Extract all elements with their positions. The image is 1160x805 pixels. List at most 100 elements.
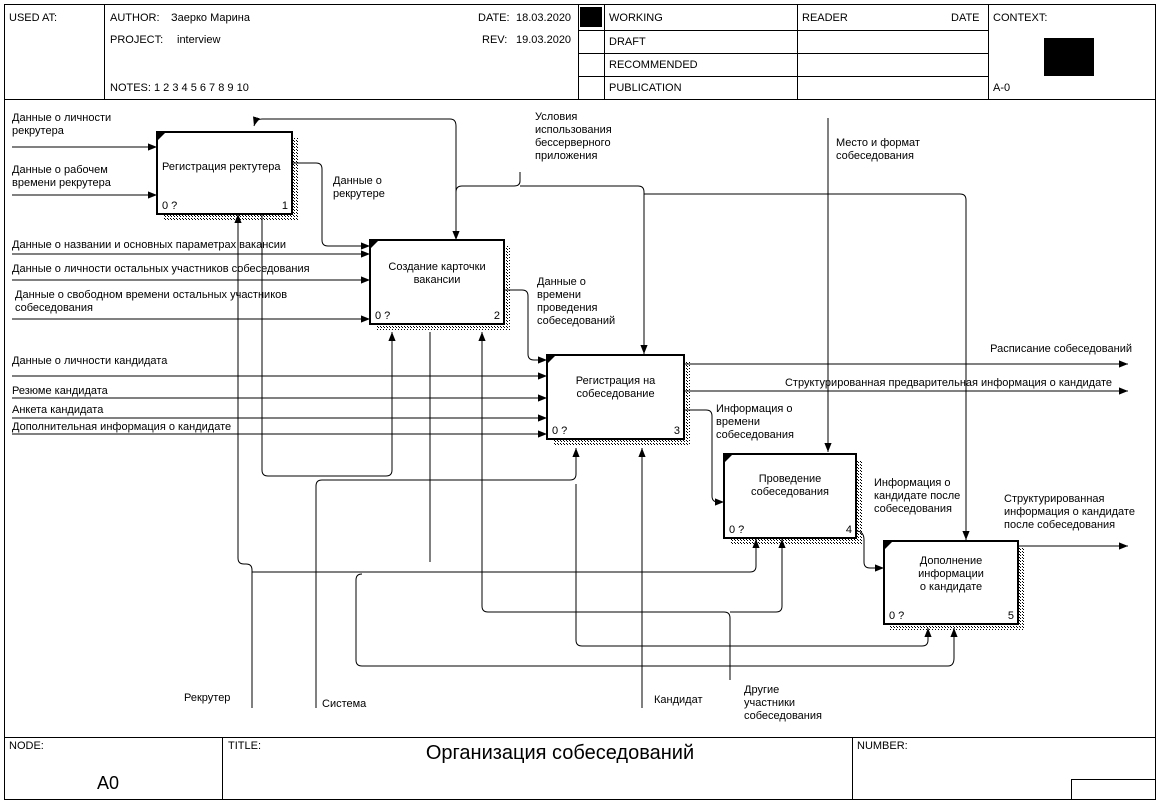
control-label-line: собеседования bbox=[836, 150, 914, 162]
output-label: Расписание собеседований bbox=[990, 343, 1132, 355]
control-label-line: Условия bbox=[535, 111, 577, 123]
internal-arrow-label-line: Информация о bbox=[874, 477, 951, 489]
reader-date-label: DATE bbox=[951, 12, 980, 24]
arrow-mech-system-c2 bbox=[355, 573, 363, 581]
node-value: A0 bbox=[97, 773, 119, 793]
arrow-mech-system-d bbox=[575, 484, 932, 647]
box-frame bbox=[723, 453, 857, 539]
output-label-line: Расписание собеседований bbox=[990, 343, 1132, 355]
status-draft: DRAFT bbox=[609, 36, 646, 48]
input-label-line: Данные о личности остальных участников с… bbox=[12, 263, 310, 275]
input-label-line: Анкета кандидата bbox=[12, 404, 104, 416]
arrow-mech-system bbox=[315, 448, 580, 708]
arrow-mech-system-a bbox=[261, 214, 396, 477]
footer: NODE: A0 TITLE: Организация собеседовани… bbox=[9, 740, 908, 793]
status-working: WORKING bbox=[609, 12, 663, 24]
output-label: Структурированная предварительная информ… bbox=[785, 377, 1112, 389]
arrow-recruiter-data bbox=[292, 162, 370, 250]
frame bbox=[4, 4, 1156, 800]
node-label: NODE: bbox=[9, 740, 44, 752]
input-label-line: Данные о рабочем bbox=[12, 164, 108, 176]
box-cost: 0 ? bbox=[375, 310, 390, 322]
arrow-interview-time-info bbox=[684, 409, 724, 506]
arrows bbox=[12, 116, 1128, 708]
input-label-line: времени рекрутера bbox=[12, 177, 112, 189]
box-frame bbox=[369, 239, 505, 325]
arrow-mech-others bbox=[478, 332, 731, 680]
box-label-line: Регистрация на bbox=[576, 375, 656, 387]
title-label: TITLE: bbox=[228, 740, 261, 752]
box-label-line: Регистрация ректутера bbox=[162, 161, 281, 173]
status-recommended: RECOMMENDED bbox=[609, 59, 698, 71]
box-label-line: Создание карточки bbox=[388, 261, 485, 273]
input-label: Данные о названии и основных параметрах … bbox=[12, 239, 286, 251]
box-corner bbox=[884, 541, 893, 550]
arrow-mech-recruiter bbox=[234, 214, 253, 708]
control-label-line: Место и формат bbox=[836, 137, 920, 149]
author-label: AUTHOR: bbox=[110, 12, 160, 24]
mechanism-label: Система bbox=[322, 698, 367, 710]
box-number: 2 bbox=[494, 310, 500, 322]
input-label-line: Данные о названии и основных параметрах … bbox=[12, 239, 286, 251]
box-corner bbox=[370, 240, 379, 249]
arrow-control-conditions-to-box3 bbox=[520, 185, 648, 354]
box-frame bbox=[546, 354, 685, 440]
number-label: NUMBER: bbox=[857, 740, 908, 752]
date-value: 18.03.2020 bbox=[516, 12, 571, 24]
mechanism-label-line: Система bbox=[322, 698, 367, 710]
mechanism-label: Кандидат bbox=[654, 694, 703, 706]
box-corner bbox=[724, 454, 733, 463]
mechanism-label-line: Рекрутер bbox=[184, 692, 230, 704]
box-label-line: собеседования bbox=[751, 486, 829, 498]
notes: NOTES: 1 2 3 4 5 6 7 8 9 10 bbox=[110, 82, 249, 94]
box-label-line: Проведение bbox=[759, 473, 822, 485]
mechanism-label-line: собеседования bbox=[744, 710, 822, 722]
input-label-line: Данные о личности bbox=[12, 112, 111, 124]
internal-arrow-label-line: рекрутере bbox=[333, 188, 385, 200]
arrow-interview-time-data bbox=[504, 289, 547, 364]
arrow-mech-others-to-box4 bbox=[730, 539, 786, 613]
input-label-line: Дополнительная информация о кандидате bbox=[12, 421, 231, 433]
used-at-label: USED AT: bbox=[9, 12, 57, 24]
working-marker bbox=[580, 7, 602, 27]
arrow-control-conditions bbox=[452, 172, 521, 240]
author-value: Заерко Марина bbox=[171, 12, 251, 24]
box-corner bbox=[157, 132, 166, 141]
box-cost: 0 ? bbox=[889, 610, 904, 622]
box-cost: 0 ? bbox=[552, 425, 567, 437]
context-box bbox=[1044, 38, 1094, 76]
date-label: DATE: bbox=[478, 12, 510, 24]
mechanism-label-line: Другие bbox=[744, 684, 779, 696]
box-label-line: информации bbox=[918, 568, 984, 580]
internal-arrow-label-line: времени bbox=[537, 289, 581, 301]
box-number: 3 bbox=[674, 425, 680, 437]
internal-arrow-label-line: проведения bbox=[537, 302, 598, 314]
output-label-line: Структурированная bbox=[1004, 493, 1105, 505]
context-node: A-0 bbox=[993, 82, 1010, 94]
internal-arrow-label-line: собеседования bbox=[874, 503, 952, 515]
arrow-control-conditions-to-box1 bbox=[253, 116, 457, 192]
box-number: 5 bbox=[1008, 610, 1014, 622]
box-cost: 0 ? bbox=[729, 524, 744, 536]
internal-arrow-label-line: Данные о bbox=[333, 175, 382, 187]
arrow-mech-recruiter-to-box4 bbox=[252, 539, 760, 573]
box-label: Регистрация ректутера bbox=[162, 161, 281, 173]
output-label-line: после собеседования bbox=[1004, 519, 1115, 531]
input-label: Резюме кандидата bbox=[12, 385, 109, 397]
